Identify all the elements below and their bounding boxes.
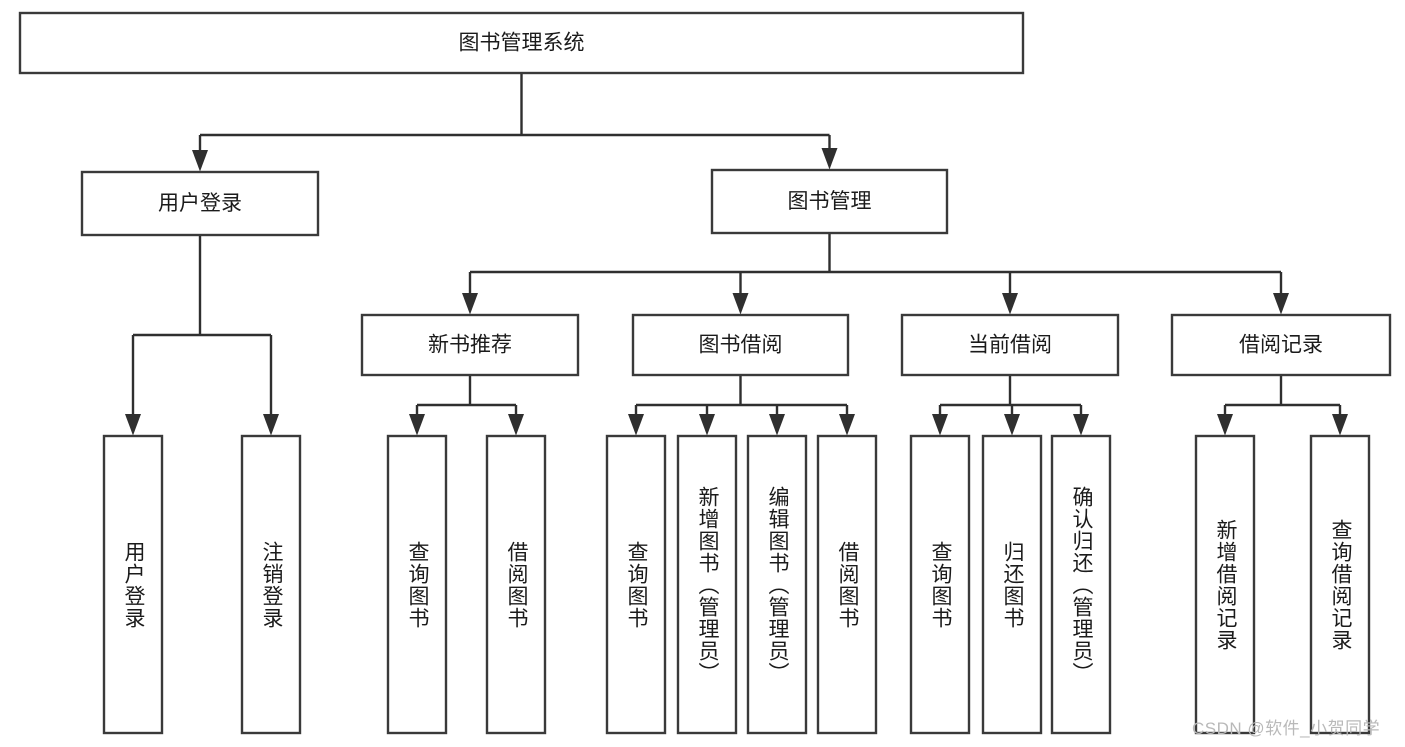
- node-box-leaf_4[interactable]: [605, 434, 667, 735]
- node-label-l2_3: 借阅记录: [1239, 334, 1323, 357]
- arrow-head-icon: [732, 293, 749, 315]
- node-box-leaf_12[interactable]: [1309, 434, 1371, 735]
- node-box-leaf_5[interactable]: [676, 434, 738, 735]
- node-box-leaf_0[interactable]: [102, 434, 164, 735]
- watermark-text: CSDN @软件_小贺同学: [1192, 719, 1381, 738]
- arrow-head-icon: [462, 293, 478, 315]
- arrow-head-icon: [769, 414, 785, 436]
- arrow-head-icon: [628, 414, 644, 436]
- node-label-l1_1: 图书管理: [788, 190, 872, 213]
- node-box-leaf_6[interactable]: [746, 434, 808, 735]
- node-box-leaf_3[interactable]: [485, 434, 547, 735]
- node-box-leaf_8[interactable]: [909, 434, 971, 735]
- node-label-root: 图书管理系统: [459, 32, 585, 55]
- node-box-leaf_11[interactable]: [1194, 434, 1256, 735]
- arrow-head-icon: [1217, 414, 1233, 436]
- arrow-head-icon: [508, 414, 524, 436]
- node-box-leaf_2[interactable]: [386, 434, 448, 735]
- connector-layer: [125, 73, 1348, 436]
- node-box-leaf_10[interactable]: [1050, 434, 1112, 735]
- arrow-head-icon: [821, 148, 838, 170]
- node-label-l2_2: 当前借阅: [968, 334, 1052, 357]
- node-box-l1_0[interactable]: [80, 170, 320, 237]
- node-box-leaf_1[interactable]: [240, 434, 302, 735]
- arrow-head-icon: [1073, 414, 1089, 436]
- arrow-head-icon: [409, 414, 425, 436]
- node-box-layer: [18, 11, 1392, 735]
- node-label-l2_1: 图书借阅: [699, 334, 783, 357]
- node-box-l2_0[interactable]: [360, 313, 580, 377]
- node-label-l1_0: 用户登录: [158, 192, 242, 215]
- node-box-l1_1[interactable]: [710, 168, 949, 235]
- node-box-l2_3[interactable]: [1170, 313, 1392, 377]
- arrow-head-icon: [1002, 293, 1018, 315]
- arrow-head-icon: [263, 414, 279, 436]
- node-box-l2_2[interactable]: [900, 313, 1120, 377]
- arrow-head-icon: [1273, 293, 1289, 315]
- arrow-head-icon: [192, 150, 208, 172]
- node-box-l2_1[interactable]: [631, 313, 850, 377]
- node-box-leaf_9[interactable]: [981, 434, 1043, 735]
- arrow-head-icon: [932, 414, 948, 436]
- node-label-l2_0: 新书推荐: [428, 334, 512, 357]
- node-box-leaf_7[interactable]: [816, 434, 878, 735]
- node-box-root[interactable]: [18, 11, 1025, 75]
- arrow-head-icon: [1004, 414, 1020, 436]
- arrow-head-icon: [1332, 414, 1348, 436]
- arrow-head-icon: [839, 414, 855, 436]
- arrow-head-icon: [125, 414, 141, 436]
- arrow-head-icon: [699, 414, 715, 436]
